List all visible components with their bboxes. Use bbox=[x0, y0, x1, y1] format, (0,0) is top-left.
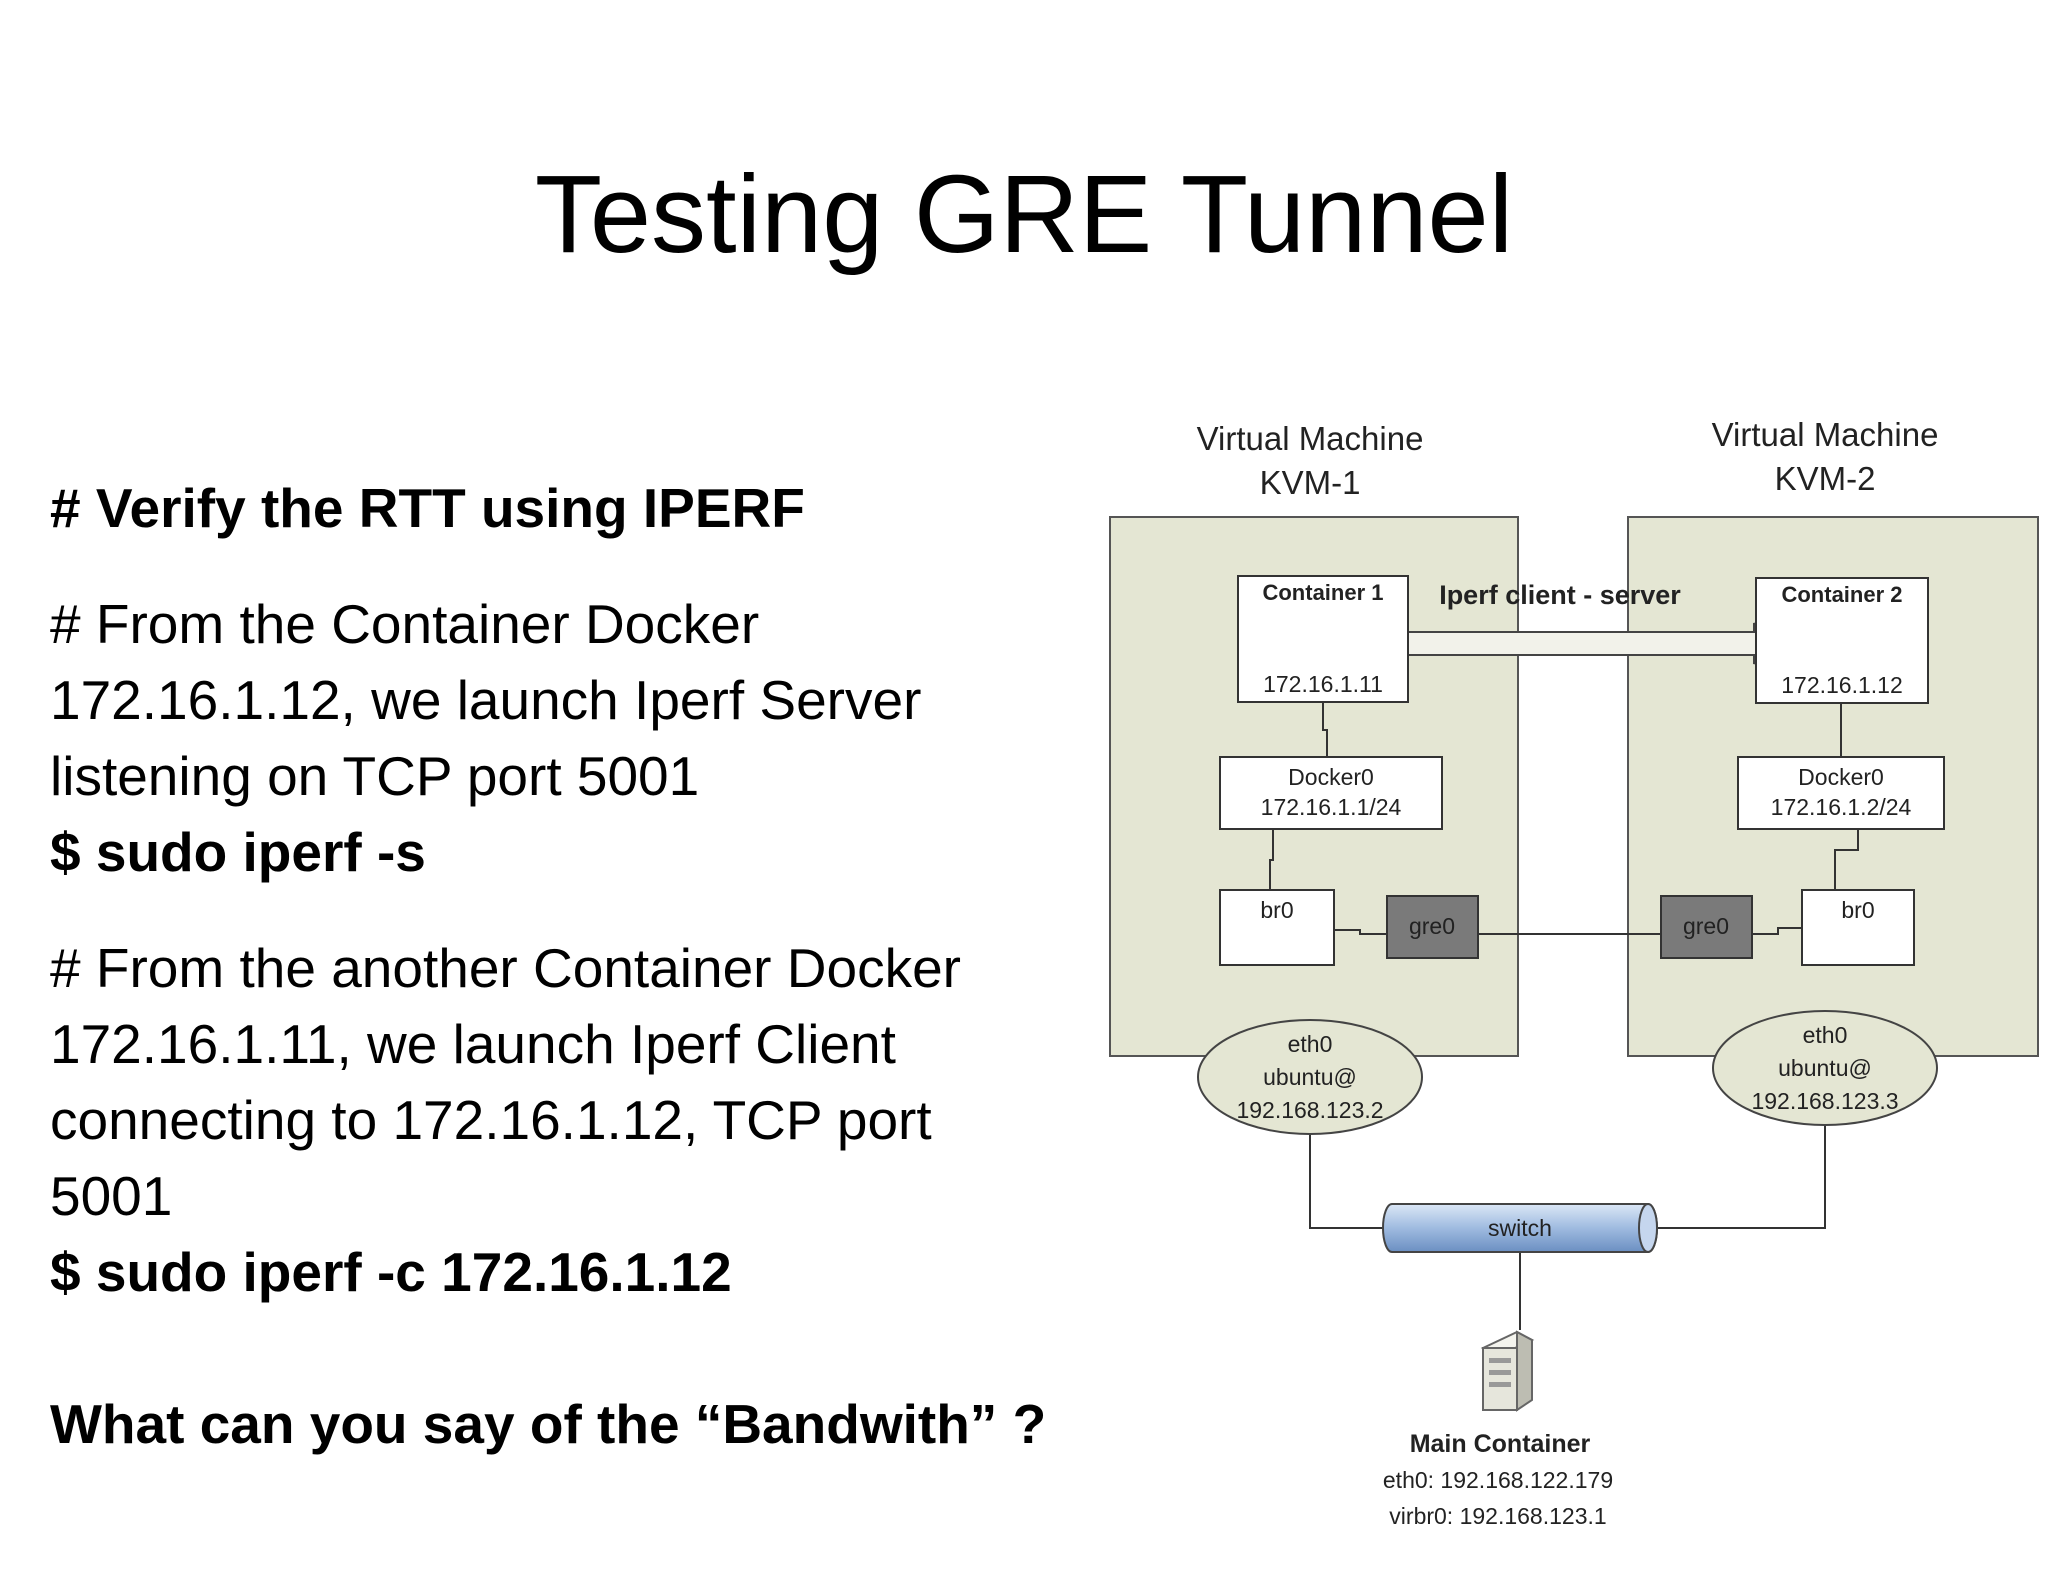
heading-verify-rtt: # Verify the RTT using IPERF bbox=[50, 477, 805, 539]
container2-ip: 172.16.1.12 bbox=[1781, 672, 1903, 698]
eth0-vm1-user: ubuntu@ bbox=[1263, 1064, 1357, 1090]
docker0-vm1-name: Docker0 bbox=[1288, 764, 1374, 790]
container1-box bbox=[1237, 575, 1409, 703]
eth0-vm2-user: ubuntu@ bbox=[1778, 1055, 1872, 1081]
br0-vm1-label: br0 bbox=[1260, 897, 1293, 923]
br0-vm2-label: br0 bbox=[1841, 897, 1874, 923]
vm1-label-line2: KVM-1 bbox=[1260, 464, 1361, 501]
client-desc-line: # From the another Container Docker bbox=[50, 937, 961, 999]
client-desc-line: 172.16.1.11, we launch Iperf Client bbox=[50, 1013, 896, 1075]
gre0-vm2-box bbox=[1660, 895, 1753, 959]
vm2-label-line2: KVM-2 bbox=[1775, 460, 1876, 497]
main-container-name: Main Container bbox=[1410, 1430, 1591, 1458]
br0-vm1-box bbox=[1219, 889, 1335, 966]
main-container-eth0: eth0: 192.168.122.179 bbox=[1383, 1467, 1613, 1493]
iperf-arrow-label: Iperf client - server bbox=[1439, 580, 1681, 610]
eth0-vm2-ip: 192.168.123.3 bbox=[1751, 1088, 1898, 1114]
eth0-vm1-name: eth0 bbox=[1288, 1031, 1333, 1057]
server-desc-line: 172.16.1.12, we launch Iperf Server bbox=[50, 669, 922, 731]
container1-ip: 172.16.1.11 bbox=[1263, 671, 1383, 697]
eth0-vm2-ellipse bbox=[1712, 1010, 1938, 1126]
eth0-vm2-name: eth0 bbox=[1803, 1022, 1848, 1048]
eth0-vm1-ip: 192.168.123.2 bbox=[1236, 1097, 1383, 1123]
client-command: $ sudo iperf -c 172.16.1.12 bbox=[50, 1241, 732, 1303]
gre0-vm1-label: gre0 bbox=[1409, 913, 1455, 939]
server-description: # From the Container Docker 172.16.1.12,… bbox=[50, 586, 1090, 814]
switch-label: switch bbox=[1488, 1215, 1552, 1241]
network-diagram: Virtual Machine KVM-1 Virtual Machine KV… bbox=[1109, 416, 2039, 1529]
docker0-vm1-box bbox=[1219, 756, 1443, 830]
bandwidth-question: What can you say of the “Bandwith” ? bbox=[50, 1393, 1047, 1455]
main-container-virbr0: virbr0: 192.168.123.1 bbox=[1389, 1503, 1606, 1529]
server-command: $ sudo iperf -s bbox=[50, 821, 426, 883]
server-desc-line: listening on TCP port 5001 bbox=[50, 745, 700, 807]
docker0-vm2-name: Docker0 bbox=[1798, 764, 1884, 790]
switch-pipe bbox=[1382, 1203, 1658, 1253]
br0-vm2-box bbox=[1801, 889, 1915, 966]
vm2-label-line1: Virtual Machine bbox=[1712, 416, 1939, 453]
container2-box bbox=[1755, 577, 1929, 704]
container1-name: Container 1 bbox=[1262, 580, 1383, 605]
gre0-vm2-label: gre0 bbox=[1683, 913, 1729, 939]
container2-name: Container 2 bbox=[1781, 582, 1902, 607]
eth0-vm1-ellipse bbox=[1197, 1019, 1423, 1135]
slide-title: Testing GRE Tunnel bbox=[534, 153, 1514, 276]
docker0-vm2-box bbox=[1737, 756, 1945, 830]
server-icon bbox=[1480, 1330, 1535, 1412]
instructions-text: # Verify the RTT using IPERF # From the … bbox=[50, 470, 1090, 1462]
gre0-vm1-box bbox=[1386, 895, 1479, 959]
docker0-vm1-ip: 172.16.1.1/24 bbox=[1261, 794, 1402, 820]
vm1-label-line1: Virtual Machine bbox=[1197, 420, 1424, 457]
client-desc-line: connecting to 172.16.1.12, TCP port bbox=[50, 1089, 932, 1151]
client-description: # From the another Container Docker 172.… bbox=[50, 930, 1090, 1234]
server-desc-line: # From the Container Docker bbox=[50, 593, 760, 655]
connector-lines bbox=[1269, 702, 1859, 1330]
docker0-vm2-ip: 172.16.1.2/24 bbox=[1771, 794, 1912, 820]
client-desc-line: 5001 bbox=[50, 1165, 173, 1227]
